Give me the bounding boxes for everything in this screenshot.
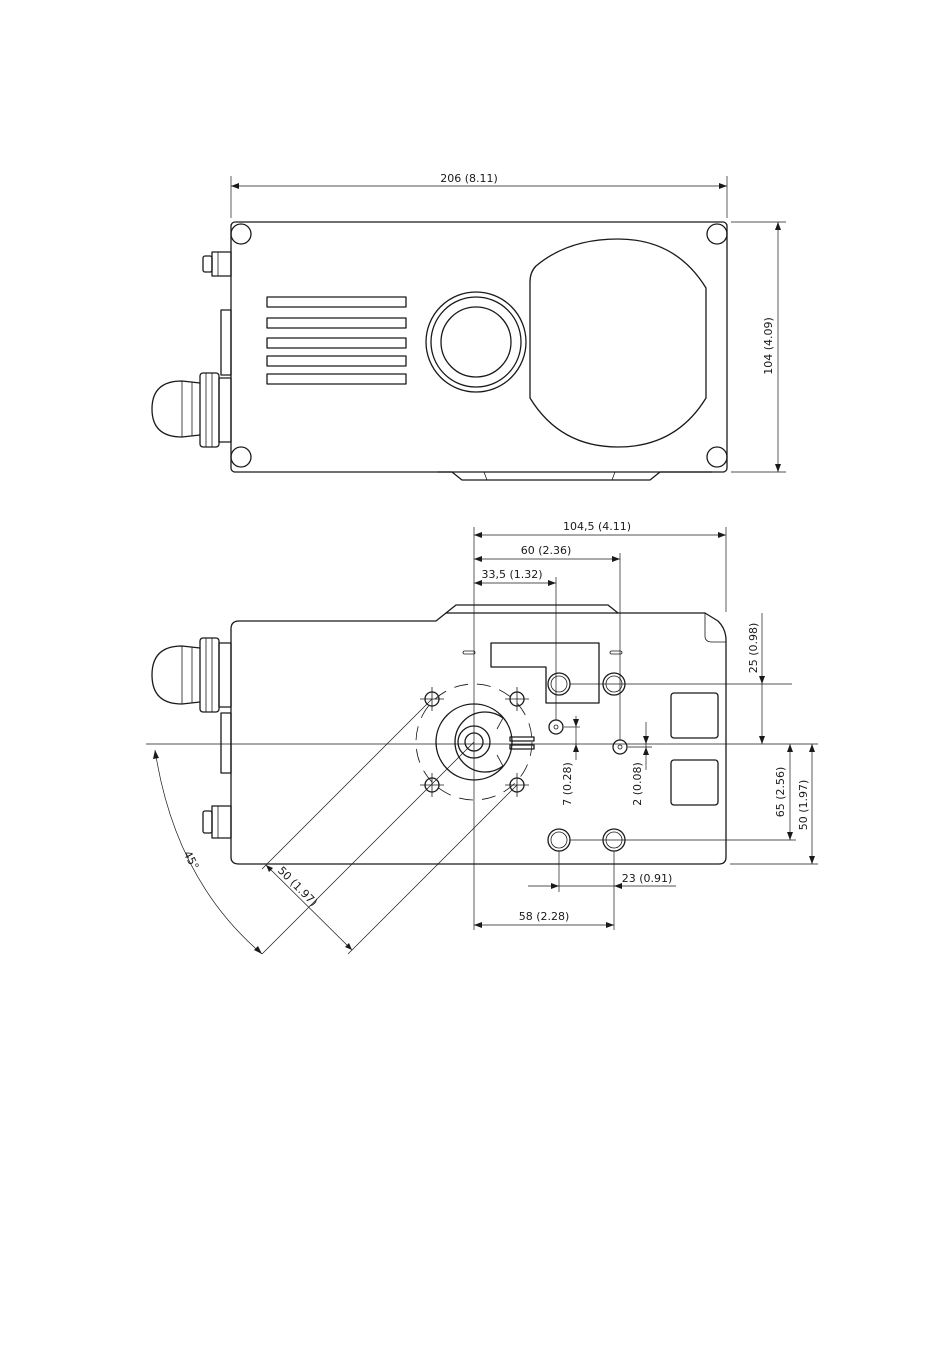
dim-2-label: 2 (0.08) (631, 762, 644, 806)
side-panel (221, 713, 231, 773)
cable-gland-icon (152, 373, 231, 447)
bottom-view: 104,5 (4.11) 60 (2.36) 33,5 (1.32) 7 (0.… (146, 520, 818, 954)
plug-connector-icon (203, 252, 231, 276)
offset-104-label: 104,5 (4.11) (563, 520, 631, 533)
width-label: 206 (8.11) (440, 172, 498, 185)
dim-7-label: 7 (0.28) (561, 762, 574, 806)
cable-gland-icon (152, 638, 231, 712)
bolt-spacing-dimension: 50 (1.97) (262, 699, 517, 954)
corner-screw-icon (231, 447, 251, 467)
top-housing (231, 222, 727, 472)
display-dome (530, 239, 706, 447)
dim-23-label: 23 (0.91) (622, 872, 673, 885)
offset-60-label: 60 (2.36) (521, 544, 572, 557)
corner-screw-icon (707, 224, 727, 244)
bottom-housing (231, 613, 726, 864)
corner-screw-icon (231, 224, 251, 244)
bolt-spacing-label: 50 (1.97) (275, 864, 320, 909)
angle-dimension: 45° (153, 750, 262, 954)
offset-33-label: 33,5 (1.32) (481, 568, 542, 581)
bottom-lip (438, 472, 712, 480)
dim-50-vertical-label: 50 (1.97) (797, 780, 810, 831)
square-window (671, 693, 718, 738)
side-panel (221, 310, 231, 375)
vent-slots (267, 297, 406, 384)
angle-label: 45° (181, 849, 202, 872)
plug-connector-icon (203, 806, 231, 838)
corner-screw-icon (707, 447, 727, 467)
width-dimension: 206 (8.11) (231, 172, 727, 218)
offset-dimensions: 104,5 (4.11) 60 (2.36) 33,5 (1.32) (474, 520, 726, 740)
dim-58-label: 58 (2.28) (519, 910, 570, 923)
small-offset-dimensions: 7 (0.28) 2 (0.08) (561, 716, 652, 806)
top-lip (446, 605, 618, 613)
height-dimension: 104 (4.09) (731, 222, 786, 472)
bottom-dimensions: 23 (0.91) 58 (2.28) (474, 851, 676, 930)
dim-65-label: 65 (2.56) (774, 767, 787, 818)
mounting-holes (548, 673, 627, 851)
top-view: 206 (8.11) 104 (4.09) (152, 172, 786, 480)
dim-25-label: 25 (0.98) (747, 623, 760, 674)
round-window-icon (426, 292, 526, 392)
square-window (671, 760, 718, 805)
height-label: 104 (4.09) (762, 317, 775, 375)
